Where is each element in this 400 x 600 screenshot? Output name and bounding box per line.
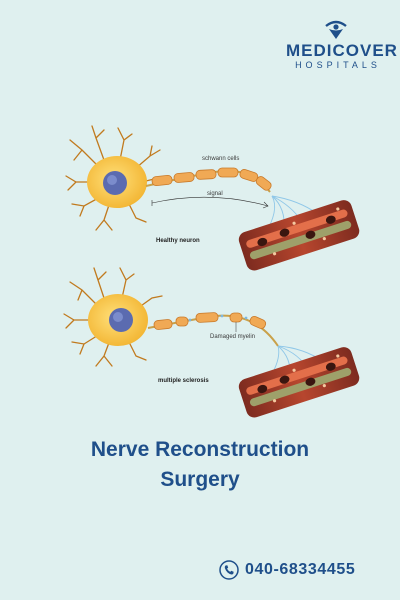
- signal-label: signal: [207, 191, 223, 197]
- page-title-line2: Surgery: [160, 468, 240, 491]
- neuron-illustration: [63, 125, 360, 418]
- logo-figure-icon: [325, 20, 347, 39]
- multiple-sclerosis-caption: multiple sclerosis: [158, 378, 209, 384]
- page-title-line1: Nerve Reconstruction: [90, 438, 310, 461]
- phone-contact[interactable]: 040-68334455: [219, 558, 355, 582]
- healthy-neuron: [65, 125, 360, 271]
- phone-number[interactable]: 040-68334455: [245, 561, 356, 578]
- brand-logo: MEDICOVER HOSPITALS: [286, 18, 398, 70]
- schwann-cells-label: schwann cells: [202, 156, 240, 162]
- ms-neuron: [63, 267, 360, 418]
- damaged-myelin-label: Damaged myelin: [210, 334, 256, 340]
- brand-subtitle: HOSPITALS: [295, 60, 381, 70]
- phone-icon: [219, 560, 239, 580]
- healthy-neuron-caption: Healthy neuron: [156, 238, 200, 244]
- brand-name: MEDICOVER: [286, 41, 398, 60]
